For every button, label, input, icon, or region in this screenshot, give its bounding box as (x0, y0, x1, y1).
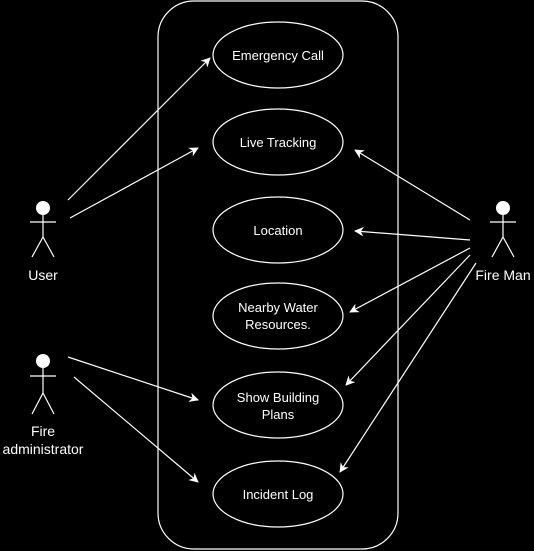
assoc-user-emergency-call (67, 57, 211, 201)
building-plans-label-line2: Plans (262, 407, 295, 422)
assoc-fireman-incident-log (339, 262, 477, 473)
use-case-live-tracking[interactable]: Live Tracking (212, 108, 344, 176)
use-case-nearby-water-resources[interactable]: Nearby Water Resources. (212, 282, 344, 350)
emergency-call-label: Emergency Call (232, 48, 324, 63)
incident-log-label: Incident Log (243, 487, 314, 502)
user-stick-figure-icon (30, 201, 56, 258)
use-case-emergency-call[interactable]: Emergency Call (212, 21, 344, 89)
assoc-admin-incident-log (73, 376, 199, 483)
user-label: User (28, 267, 58, 283)
actor-user[interactable]: User (28, 201, 58, 283)
associations (67, 57, 477, 483)
fire-administrator-label-line1: Fire (31, 423, 55, 439)
fire-administrator-stick-figure-icon (30, 354, 56, 415)
assoc-admin-building-plans (67, 356, 199, 402)
fire-man-label: Fire Man (475, 267, 530, 283)
assoc-fireman-location (354, 226, 471, 241)
use-case-location[interactable]: Location (212, 196, 344, 264)
assoc-user-live-tracking (69, 147, 199, 219)
use-case-show-building-plans[interactable]: Show Building Plans (212, 371, 344, 439)
system-boundary (157, 0, 399, 550)
assoc-fireman-live-tracking (354, 149, 471, 221)
building-plans-label-line1: Show Building (237, 390, 319, 405)
nearby-water-label-line2: Resources. (245, 317, 311, 332)
assoc-fireman-building-plans (345, 254, 471, 386)
actor-fire-administrator[interactable]: Fire administrator (3, 354, 84, 457)
live-tracking-label: Live Tracking (240, 135, 317, 150)
location-label: Location (253, 223, 302, 238)
nearby-water-label-line1: Nearby Water (238, 300, 318, 315)
actor-fire-man[interactable]: Fire Man (475, 201, 531, 283)
fire-man-stick-figure-icon (490, 201, 516, 258)
fire-administrator-label-line2: administrator (3, 441, 84, 457)
assoc-fireman-nearby-water (349, 247, 471, 313)
use-case-incident-log[interactable]: Incident Log (212, 460, 344, 528)
